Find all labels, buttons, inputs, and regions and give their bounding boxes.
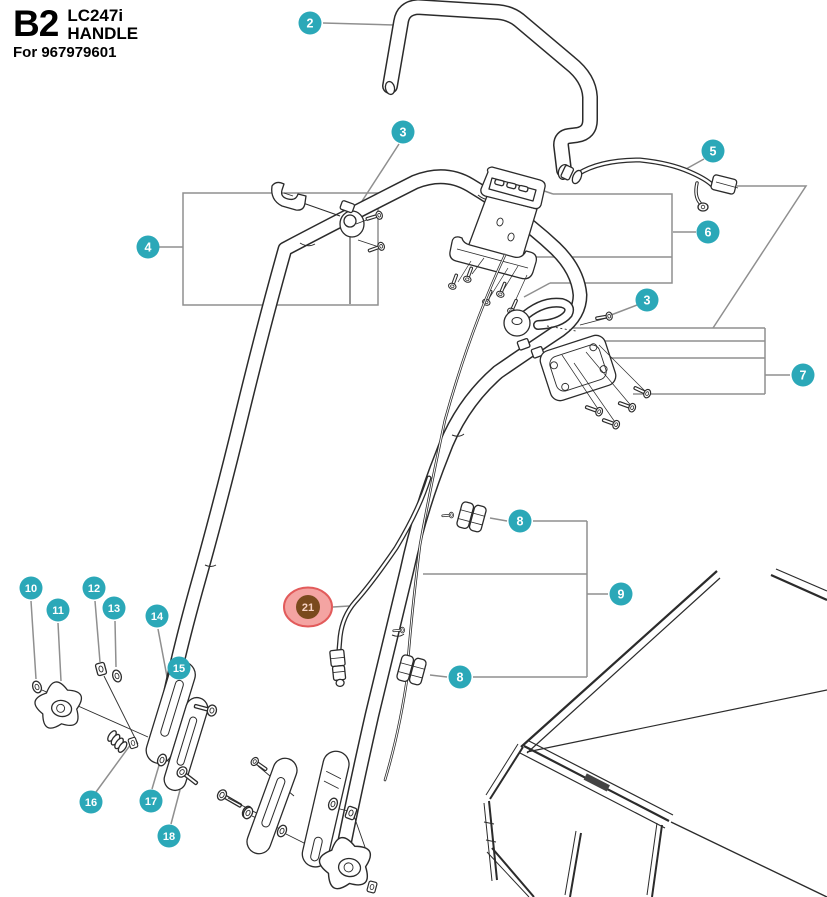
grass-catcher	[483, 568, 827, 897]
hand-knob-right	[315, 834, 374, 894]
callout-9[interactable]: 9	[609, 582, 633, 606]
callout-boxes-and-leaders	[30, 22, 808, 825]
cable-clamp-part-8a	[441, 500, 488, 534]
svg-text:8: 8	[517, 515, 524, 529]
callout-5[interactable]: 5	[701, 139, 725, 163]
svg-text:8: 8	[457, 671, 464, 685]
svg-text:10: 10	[25, 583, 37, 595]
handlebar-part	[155, 169, 588, 876]
callout-21-highlighted[interactable]: 21	[283, 586, 333, 628]
bracket-part-15	[163, 696, 209, 792]
callout-14[interactable]: 14	[145, 604, 169, 628]
svg-text:11: 11	[52, 605, 64, 617]
wire-and-clamps	[383, 253, 507, 782]
callout-3[interactable]: 3	[391, 120, 415, 144]
callout-13[interactable]: 13	[102, 596, 126, 620]
callout-18[interactable]: 18	[157, 824, 181, 848]
left-mount-hardware	[30, 661, 254, 820]
spring-part-16	[107, 730, 128, 753]
clamp-part-4	[271, 181, 387, 304]
lever-assembly-part	[503, 297, 614, 359]
svg-text:17: 17	[145, 796, 157, 808]
cover-plate-part-7	[539, 334, 653, 431]
svg-text:13: 13	[108, 603, 120, 615]
bolt-part-15	[193, 703, 218, 717]
svg-text:5: 5	[710, 145, 717, 159]
bracket-plate-right	[246, 757, 298, 855]
battery-cable-part-21	[329, 475, 432, 688]
callout-10[interactable]: 10	[19, 576, 43, 600]
svg-text:4: 4	[145, 241, 152, 255]
callout-4[interactable]: 4	[136, 235, 160, 259]
display-unit-part	[447, 166, 546, 316]
svg-text:16: 16	[85, 797, 97, 809]
diagram-code: B2	[13, 3, 59, 44]
svg-text:2: 2	[307, 17, 314, 31]
diagram-model: LC247i	[67, 6, 124, 25]
svg-text:12: 12	[88, 583, 100, 595]
svg-text:21: 21	[302, 602, 314, 614]
callout-12[interactable]: 12	[82, 576, 106, 600]
diagram-section-name: HANDLE	[67, 24, 139, 43]
svg-text:6: 6	[705, 226, 712, 240]
callout-17[interactable]: 17	[139, 789, 163, 813]
upper-handle-part	[382, 0, 598, 181]
callout-2[interactable]: 2	[298, 11, 322, 35]
svg-text:18: 18	[163, 831, 175, 843]
bolt-part-18	[176, 766, 199, 786]
svg-text:14: 14	[151, 611, 164, 623]
right-mount-hardware	[227, 750, 378, 894]
svg-text:3: 3	[400, 126, 407, 140]
diagram-for-label: For 967979601	[13, 44, 117, 61]
callout-16[interactable]: 16	[79, 790, 103, 814]
diagram-title-block: B2 LC247i HANDLE For 967979601	[13, 4, 138, 61]
svg-text:15: 15	[173, 663, 185, 675]
callout-6[interactable]: 6	[696, 220, 720, 244]
callout-8[interactable]: 8	[448, 665, 472, 689]
callout-3[interactable]: 3	[635, 288, 659, 312]
svg-text:7: 7	[800, 369, 807, 383]
callout-15[interactable]: 15	[167, 656, 191, 680]
callout-7[interactable]: 7	[791, 363, 815, 387]
svg-text:9: 9	[618, 588, 625, 602]
tube-end-plate-right	[301, 750, 350, 868]
hand-knob-left	[30, 678, 85, 734]
callout-8[interactable]: 8	[508, 509, 532, 533]
cable-harness-part-5	[560, 157, 739, 212]
callout-11[interactable]: 11	[46, 598, 70, 622]
svg-text:3: 3	[644, 294, 651, 308]
callout-layer: 2 3 5 6 4 3 7 8 9 8 10 11 12 13 14 15 16 17 18 21	[19, 11, 815, 848]
